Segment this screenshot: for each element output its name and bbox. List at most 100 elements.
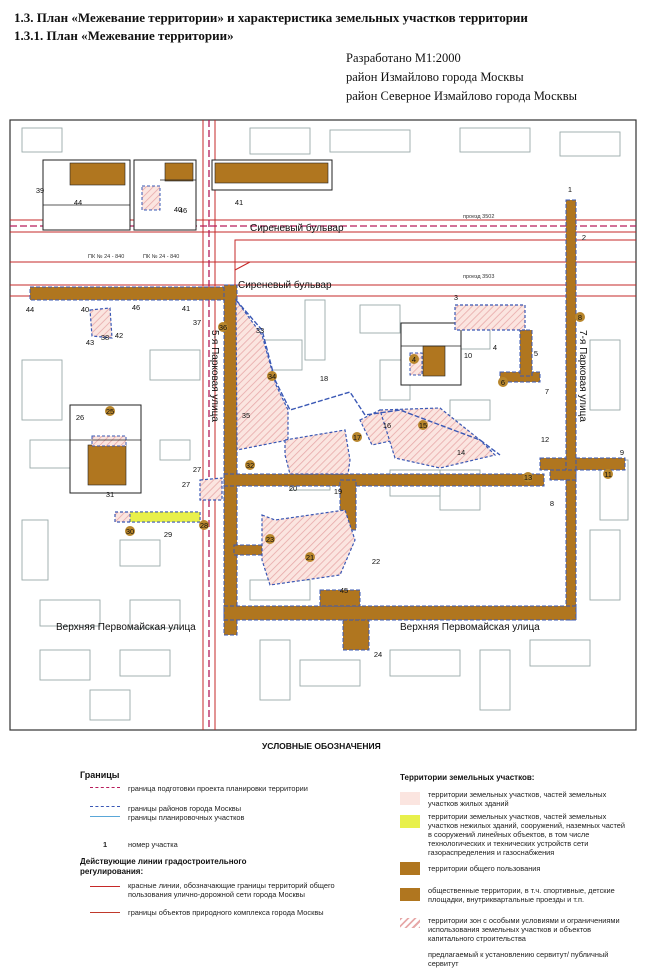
parcel-number: 29 xyxy=(164,530,172,539)
parcel-number: 34 xyxy=(268,372,276,381)
parcel-marker xyxy=(245,460,255,470)
legend-text: общественные территории, в т.ч. спортивн… xyxy=(428,886,615,904)
parcel-number: 36 xyxy=(219,323,227,332)
parcel-number: 19 xyxy=(334,487,342,496)
street-label: Верхняя Первомайская улица xyxy=(56,622,196,633)
district-1: район Измайлово города Москвы xyxy=(346,70,524,84)
parcel-number: 26 xyxy=(76,413,84,422)
street-label: 5-я Парковая улица xyxy=(209,330,220,422)
legend-text: территории земельных участков, частей зе… xyxy=(428,790,607,808)
parcel-marker xyxy=(352,432,362,442)
parcel-number: 35 xyxy=(242,411,250,420)
parcel-number: 30 xyxy=(126,527,134,536)
parcel-number: 42 xyxy=(115,331,123,340)
legend-text: территории зон с особыми условиями и огр… xyxy=(428,916,620,943)
parcel-number: 10 xyxy=(464,351,472,360)
natural-complex-swatch xyxy=(90,912,120,913)
parcel-number: 41 xyxy=(182,304,190,313)
nonresidential-parcel xyxy=(129,511,201,523)
planning-boundary-swatch xyxy=(90,816,120,817)
parcel-marker xyxy=(409,354,419,364)
scale-note: Разработано М1:2000 xyxy=(346,51,461,65)
parcel-number: 16 xyxy=(383,421,391,430)
parcel-marker xyxy=(305,552,315,562)
parcel-number: 6 xyxy=(501,378,505,387)
parcel-number: 41 xyxy=(235,198,243,207)
district-boundary-swatch xyxy=(90,806,120,807)
parcel-number: 7 xyxy=(545,387,549,396)
parcel-number: 40 xyxy=(81,305,89,314)
parcel-number: 9 xyxy=(620,448,624,457)
subsection-title: 1.3.1. План «Межевание территории» xyxy=(14,28,234,43)
parcel-number: 39 xyxy=(36,186,44,195)
parcel-number: 27 xyxy=(193,465,201,474)
parcel-number: 37 xyxy=(193,318,201,327)
red-line-swatch xyxy=(90,886,120,887)
parcel-number: 4 xyxy=(493,343,497,352)
parcel-marker xyxy=(418,420,428,430)
parcel-marker xyxy=(267,371,277,381)
parcel-marker xyxy=(199,520,209,530)
parcel-number-sample: 1 xyxy=(103,840,108,849)
restricted-zone-swatch xyxy=(400,918,420,928)
parcel-marker xyxy=(105,406,115,416)
planning-map: Сиреневый бульвар Сиреневый бульвар 5-я … xyxy=(9,119,637,731)
map-note: ПК № 24 - 840 xyxy=(88,254,124,260)
parcel-marker xyxy=(498,377,508,387)
legend-territories-title: Территории земельных участков: xyxy=(400,773,535,782)
legend-text: граница подготовки проекта планировки те… xyxy=(128,784,308,793)
street-label: Сиреневый бульвар xyxy=(250,222,344,234)
parcel-number: 46 xyxy=(132,303,140,312)
parcel-number: 33 xyxy=(256,326,264,335)
parcel-number: 2 xyxy=(582,233,586,242)
parcel-number: 4 xyxy=(412,355,416,364)
parcel-marker xyxy=(218,322,228,332)
parcel-number: 12 xyxy=(541,435,549,444)
parcel-number: 20 xyxy=(289,484,297,493)
parcel-number: 15 xyxy=(419,421,427,430)
parcel-number: 46 xyxy=(179,206,187,215)
parcel-number: 44 xyxy=(26,305,34,314)
street-label: 7-я Парковая улица xyxy=(577,330,588,422)
parcel-marker xyxy=(603,469,613,479)
parcel-number: 24 xyxy=(374,650,382,659)
parcel-number: 44 xyxy=(74,198,82,207)
map-note: ПК № 24 - 840 xyxy=(143,254,179,260)
parcel-marker xyxy=(523,472,533,482)
parcel-number: 27 xyxy=(182,480,190,489)
parcel-number: 5 xyxy=(534,349,538,358)
parcel-number: 25 xyxy=(106,407,114,416)
parcel-number: 43 xyxy=(86,338,94,347)
parcel-number: 1 xyxy=(568,185,572,194)
legend-text: территории земельных участков, частей зе… xyxy=(428,812,626,857)
legend-text: номер участка xyxy=(128,840,178,849)
parcel-number: 22 xyxy=(372,557,380,566)
parcel-number: 18 xyxy=(320,374,328,383)
parcel-number: 11 xyxy=(604,470,612,479)
street-label: Верхняя Первомайская улица xyxy=(400,622,540,633)
parcel-number: 38 xyxy=(101,333,109,342)
parcel-number: 8 xyxy=(550,499,554,508)
planning-boundary xyxy=(235,299,501,456)
inset-lines xyxy=(43,179,461,441)
public-territory-swatch xyxy=(400,862,420,875)
map-note: проезд 3502 xyxy=(463,214,494,220)
legend-boundaries-title: Границы xyxy=(80,770,120,780)
legend-text: территории общего пользования xyxy=(428,864,541,873)
parcel-number: 3 xyxy=(454,293,458,302)
parcel-number: 31 xyxy=(106,490,114,499)
residential-swatch xyxy=(400,792,420,805)
legend-title: УСЛОВНЫЕ ОБОЗНАЧЕНИЯ xyxy=(262,741,381,751)
project-boundary-swatch xyxy=(90,787,120,788)
street-label: Сиреневый бульвар xyxy=(238,279,332,291)
legend-lines-title: Действующие линии градостроительного рег… xyxy=(80,857,247,876)
community-area-swatch xyxy=(400,888,420,901)
parcel-number: 28 xyxy=(200,521,208,530)
section-title: 1.3. План «Межевание территории» и харак… xyxy=(14,10,528,25)
nonresidential-swatch xyxy=(400,815,420,828)
parcel-number: 23 xyxy=(266,535,274,544)
legend-text: границы планировочных участков xyxy=(128,813,245,822)
parcel-number: 40 xyxy=(174,205,182,214)
parcel-number: 32 xyxy=(246,461,254,470)
legend-text: границы объектов природного комплекса го… xyxy=(128,908,324,917)
